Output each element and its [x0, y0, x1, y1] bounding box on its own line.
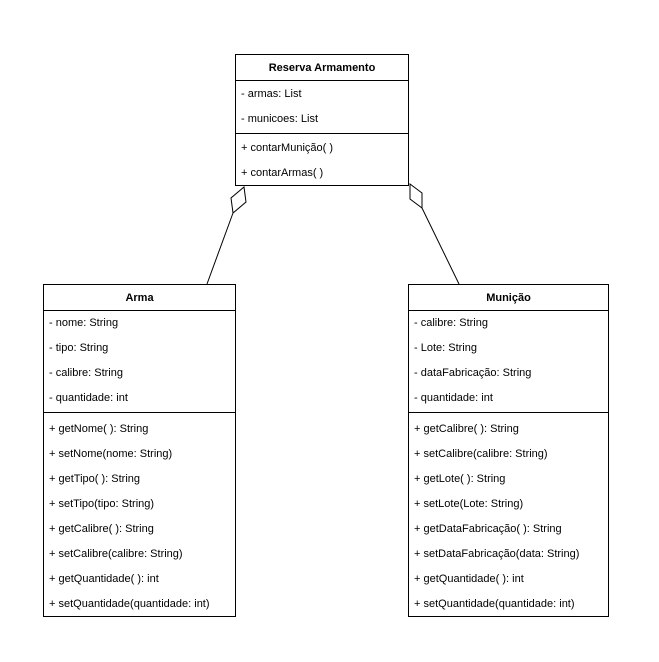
methods-section: + getNome( ): String + setNome(nome: Str…	[44, 413, 235, 617]
attribute-lote: - Lote: String	[414, 342, 477, 354]
method-get-data-fabricacao: + getDataFabricação( ): String	[414, 523, 562, 535]
attribute-quantidade: - quantidade: int	[414, 392, 493, 404]
aggregation-line-municao	[421, 207, 460, 285]
class-name-arma: Arma	[44, 285, 235, 311]
method-get-quantidade: + getQuantidade( ): int	[414, 573, 524, 585]
method-get-calibre: + getCalibre( ): String	[414, 423, 519, 435]
aggregation-line-arma	[206, 212, 234, 285]
method-contar-armas: + contarArmas( )	[241, 167, 324, 179]
attribute-quantidade: - quantidade: int	[49, 392, 128, 404]
method-set-quantidade: + setQuantidade(quantidade: int)	[49, 598, 210, 610]
aggregation-arma	[206, 186, 247, 285]
attribute-calibre: - calibre: String	[49, 367, 123, 379]
method-set-lote: + setLote(Lote: String)	[414, 498, 524, 510]
method-set-nome: + setNome(nome: String)	[49, 448, 173, 460]
aggregation-municao	[409, 183, 460, 285]
class-reserva-armamento[interactable]: Reserva Armamento - armas: List - munico…	[235, 54, 409, 186]
class-arma[interactable]: Arma - nome: String - tipo: String - cal…	[43, 284, 236, 617]
attribute-tipo: - tipo: String	[49, 342, 109, 354]
methods-section: + getCalibre( ): String + setCalibre(cal…	[409, 413, 608, 617]
attributes-section: - armas: List - municoes: List	[236, 81, 408, 134]
attribute-municoes: - municoes: List	[241, 113, 319, 125]
attribute-armas: - armas: List	[241, 88, 302, 100]
attributes-section: - calibre: String - Lote: String - dataF…	[409, 311, 608, 413]
class-name-reserva-armamento: Reserva Armamento	[236, 55, 408, 81]
method-get-nome: + getNome( ): String	[49, 423, 149, 435]
method-get-calibre: + getCalibre( ): String	[49, 523, 154, 535]
method-set-calibre: + setCalibre(calibre: String)	[49, 548, 183, 560]
attributes-section: - nome: String - tipo: String - calibre:…	[44, 311, 235, 413]
class-municao[interactable]: Munição - calibre: String - Lote: String…	[408, 284, 609, 617]
method-set-data-fabricacao: + setDataFabricação(data: String)	[414, 548, 580, 560]
method-get-quantidade: + getQuantidade( ): int	[49, 573, 159, 585]
aggregation-diamond-municao	[409, 183, 423, 209]
aggregation-diamond-arma	[230, 186, 247, 214]
method-set-tipo: + setTipo(tipo: String)	[49, 498, 155, 510]
attribute-data-fabricacao: - dataFabricação: String	[414, 367, 532, 379]
method-set-calibre: + setCalibre(calibre: String)	[414, 448, 548, 460]
class-name-municao: Munição	[409, 285, 608, 311]
method-contar-municao: + contarMunição( )	[241, 142, 334, 154]
methods-section: + contarMunição( ) + contarArmas( )	[236, 134, 408, 186]
method-get-tipo: + getTipo( ): String	[49, 473, 140, 485]
method-set-quantidade: + setQuantidade(quantidade: int)	[414, 598, 575, 610]
attribute-nome: - nome: String	[49, 317, 119, 329]
attribute-calibre: - calibre: String	[414, 317, 488, 329]
method-get-lote: + getLote( ): String	[414, 473, 506, 485]
